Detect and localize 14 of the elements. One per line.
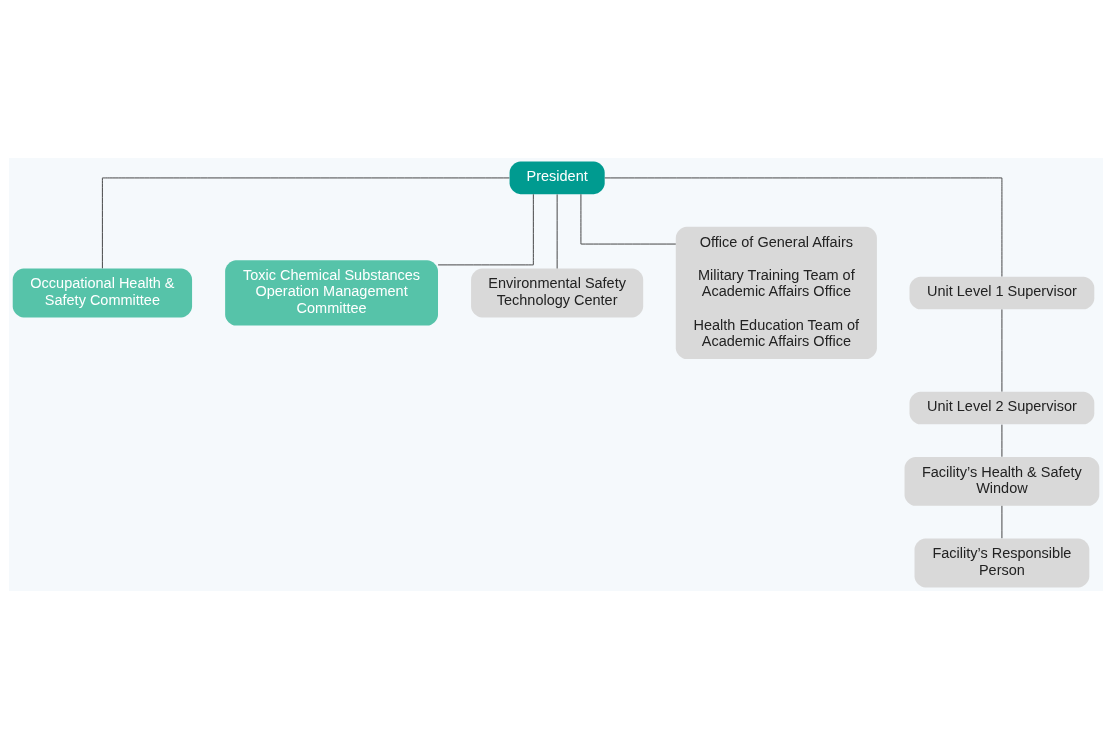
node-box: Occupational Health & Safety Committee <box>12 268 193 318</box>
node-box: Toxic Chemical Substances Operation Management Committee <box>225 260 438 326</box>
node-box: Facility’s Health & Safety Window <box>904 456 1100 506</box>
node-box: Environmental Safety Technology Center <box>471 268 644 318</box>
connector <box>604 177 1003 277</box>
node-box: Facility’s Responsible Person <box>914 538 1090 588</box>
connector <box>556 193 558 269</box>
node-box: Office of General Affairs Military Training Team of Academic Affairs Office Health Education Team of Academic Affairs Office <box>675 226 877 360</box>
connector <box>101 177 510 269</box>
node-box: President <box>509 161 605 195</box>
node-box: Unit Level 1 Supervisor <box>909 276 1095 310</box>
node-box: Unit Level 2 Supervisor <box>909 391 1095 425</box>
connector <box>437 193 534 266</box>
connector <box>580 193 677 245</box>
